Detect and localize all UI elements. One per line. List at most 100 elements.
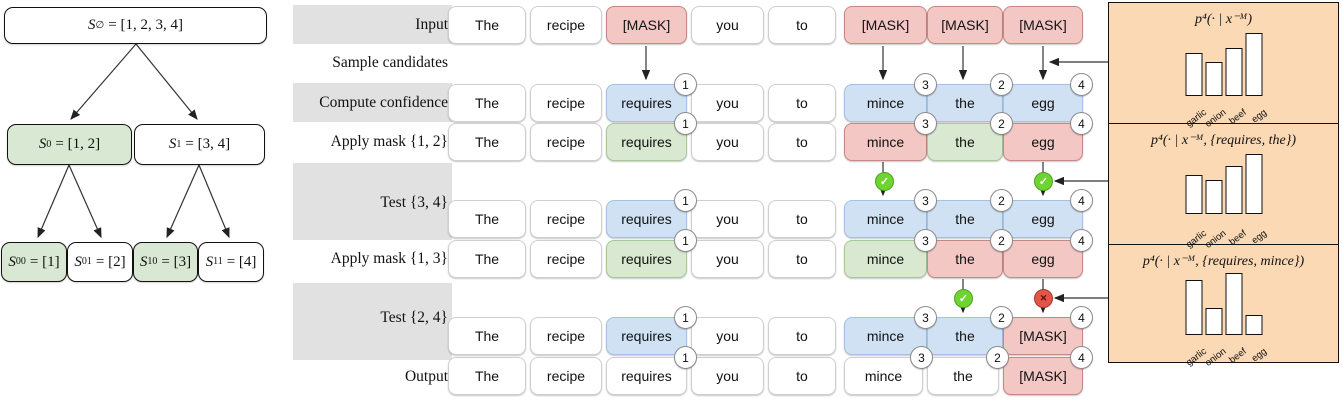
token-cell: The xyxy=(448,317,526,355)
bar xyxy=(1205,308,1222,335)
token-cell: egg xyxy=(1003,200,1083,238)
set-symbol: S xyxy=(168,136,177,152)
bar xyxy=(1185,53,1202,96)
bar-chart xyxy=(1185,273,1262,335)
token-cell: The xyxy=(448,240,526,278)
row-label-test-24: Test {2, 4} xyxy=(380,309,448,326)
token-cell: The xyxy=(448,6,526,44)
row-label-sample-candidates: Sample candidates xyxy=(332,54,448,71)
bar-category-label: egg xyxy=(1249,346,1269,365)
bar xyxy=(1245,154,1262,214)
bar-category-label: beef xyxy=(1227,346,1249,366)
confidence-badge: 4 xyxy=(1070,189,1093,212)
confidence-badge: 3 xyxy=(914,112,937,135)
token-cell: the xyxy=(927,123,1003,161)
token-cell: you xyxy=(691,200,764,238)
row-label-output: Output xyxy=(404,368,448,385)
token-cell: mince xyxy=(844,200,927,238)
row-band xyxy=(293,83,452,122)
panel-title: p⁴(· | x⁻ᴹ) xyxy=(1194,12,1253,27)
row-band xyxy=(293,283,452,360)
token-cell: requires xyxy=(606,357,687,395)
token-cell: requires xyxy=(606,84,687,122)
token-cell: mince xyxy=(844,240,927,278)
bar xyxy=(1205,62,1222,96)
token-cell: [MASK] xyxy=(1003,357,1083,395)
confidence-badge: 1 xyxy=(674,229,697,252)
confidence-badge: 4 xyxy=(1070,112,1093,135)
token-cell: the xyxy=(927,200,1003,238)
token-cell: you xyxy=(691,357,764,395)
set-symbol: S xyxy=(74,253,82,270)
token-cell: egg xyxy=(1003,123,1083,161)
confidence-badge: 3 xyxy=(914,189,937,212)
token-cell: you xyxy=(691,6,764,44)
confidence-badge: 2 xyxy=(990,229,1013,252)
set-values: = [1, 2, 3, 4] xyxy=(108,17,183,33)
row-band xyxy=(293,5,452,44)
token-cell: [MASK] xyxy=(927,6,1003,44)
check-icon: ✓ xyxy=(954,289,973,308)
tree-node-root: S∅= [1, 2, 3, 4] xyxy=(4,7,267,44)
confidence-badge: 1 xyxy=(674,73,697,96)
confidence-badge: 3 xyxy=(914,73,937,96)
bar xyxy=(1245,315,1262,335)
bar xyxy=(1225,48,1242,96)
confidence-badge: 4 xyxy=(1070,229,1093,252)
token-cell: to xyxy=(768,317,836,355)
token-cell: recipe xyxy=(530,240,602,278)
bar xyxy=(1205,180,1222,214)
token-cell: [MASK] xyxy=(1003,317,1083,355)
token-cell: egg xyxy=(1003,240,1083,278)
token-cell: recipe xyxy=(530,84,602,122)
confidence-badge: 2 xyxy=(990,189,1013,212)
row-label-apply-mask-13: Apply mask {1, 3} xyxy=(330,250,448,267)
token-cell: [MASK] xyxy=(844,6,927,44)
token-cell: recipe xyxy=(530,6,602,44)
token-cell: The xyxy=(448,84,526,122)
set-values: = [1] xyxy=(29,253,60,270)
cross-icon: ✕ xyxy=(1034,289,1053,308)
set-symbol: S xyxy=(88,17,96,33)
confidence-badge: 1 xyxy=(674,306,697,329)
confidence-badge: 4 xyxy=(1070,346,1093,369)
token-cell: you xyxy=(691,317,764,355)
token-cell: recipe xyxy=(530,317,602,355)
token-cell: you xyxy=(691,123,764,161)
row-label-apply-mask-12: Apply mask {1, 2} xyxy=(330,133,448,150)
token-cell: requires xyxy=(606,123,687,161)
panel-title: p⁴(· | x⁻ᴹ, {requires, mince}) xyxy=(1142,254,1305,269)
token-cell: to xyxy=(768,6,836,44)
token-cell: egg xyxy=(1003,84,1083,122)
confidence-badge: 1 xyxy=(674,189,697,212)
token-cell: to xyxy=(768,84,836,122)
row-band xyxy=(293,163,452,240)
bar xyxy=(1225,273,1242,335)
bar-category-label: onion xyxy=(1203,346,1229,369)
confidence-badge: 1 xyxy=(674,346,697,369)
confidence-badge: 3 xyxy=(914,229,937,252)
set-symbol: S xyxy=(8,253,16,270)
token-cell: to xyxy=(768,240,836,278)
token-cell: recipe xyxy=(530,200,602,238)
set-values: = [4] xyxy=(226,253,257,270)
token-cell: the xyxy=(927,240,1003,278)
set-symbol: S xyxy=(38,136,47,152)
token-cell: to xyxy=(768,123,836,161)
confidence-badge: 4 xyxy=(1070,306,1093,329)
row-label-compute-confidence: Compute confidence xyxy=(319,94,448,111)
bar xyxy=(1185,175,1202,214)
set-values: = [3] xyxy=(161,253,192,270)
row-label-test-34: Test {3, 4} xyxy=(380,194,448,211)
token-cell: mince xyxy=(844,84,927,122)
confidence-badge: 2 xyxy=(990,112,1013,135)
set-values: = [2] xyxy=(95,253,126,270)
